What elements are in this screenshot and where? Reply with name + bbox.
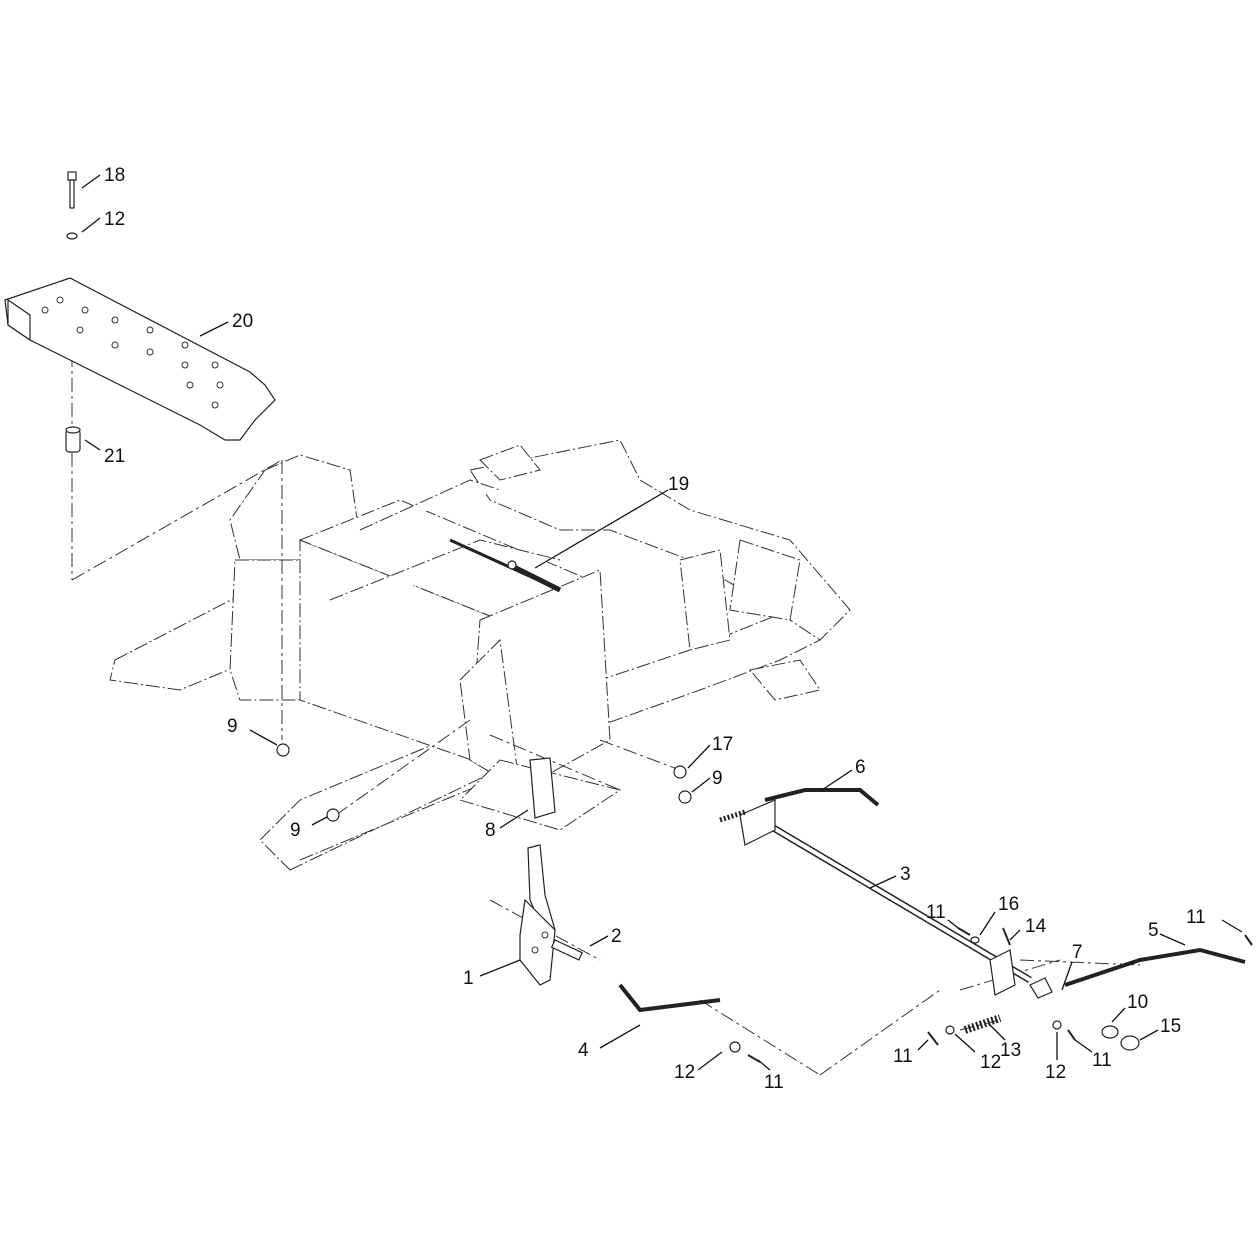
mower-frame-phantom xyxy=(109,439,851,871)
cotter-11-e xyxy=(1067,1029,1076,1041)
bolt-17 xyxy=(673,765,687,779)
washer-16 xyxy=(970,936,980,944)
callout-10: 10 xyxy=(1127,992,1148,1013)
alignment-lines xyxy=(71,278,1141,1076)
cotter-11-a xyxy=(957,927,971,936)
callout-12: 12 xyxy=(674,1062,695,1083)
callout-21: 21 xyxy=(104,446,125,467)
step-plate xyxy=(4,277,276,441)
nut-9-a xyxy=(276,743,290,757)
nut-9-c xyxy=(678,790,692,804)
lever-assembly xyxy=(519,757,556,986)
callout-11: 11 xyxy=(1092,1050,1112,1071)
arm-6 xyxy=(764,788,880,807)
pin-19 xyxy=(449,538,562,593)
spacer-21 xyxy=(65,426,81,453)
washer-15 xyxy=(1120,1035,1140,1051)
callout-6: 6 xyxy=(855,757,866,778)
callout-labels: 18 12 20 21 19 9 9 9 17 6 8 3 2 1 4 12 1… xyxy=(104,165,1206,1093)
callout-leaders xyxy=(81,174,1243,1071)
callout-11: 11 xyxy=(893,1046,913,1067)
callout-17: 17 xyxy=(712,734,733,755)
callout-14: 14 xyxy=(1025,916,1047,937)
callout-7: 7 xyxy=(1072,942,1083,963)
callout-11: 11 xyxy=(1186,907,1206,928)
pin-2 xyxy=(550,939,583,961)
callout-13: 13 xyxy=(1000,1040,1021,1061)
callout-11: 11 xyxy=(926,902,946,923)
cross-shaft-3 xyxy=(739,799,1032,996)
rod-4 xyxy=(618,983,721,1013)
callout-20: 20 xyxy=(232,311,253,332)
bushing-10 xyxy=(1101,1025,1119,1039)
spring-6-end xyxy=(719,809,746,823)
callout-12: 12 xyxy=(104,209,125,230)
cotter-11-d xyxy=(927,1031,939,1046)
washer-12-d xyxy=(1052,1020,1062,1030)
washer-12-c xyxy=(945,1025,955,1035)
callout-4: 4 xyxy=(578,1040,589,1061)
callout-16: 16 xyxy=(998,894,1019,915)
cotter-14 xyxy=(1002,927,1011,946)
callout-8: 8 xyxy=(485,820,496,841)
link-7 xyxy=(1029,977,1053,999)
callout-9: 9 xyxy=(712,768,723,789)
callout-11: 11 xyxy=(764,1072,784,1093)
bolt-18 xyxy=(67,171,77,209)
callout-12: 12 xyxy=(1045,1062,1066,1083)
callout-9: 9 xyxy=(290,820,301,841)
callout-19: 19 xyxy=(668,474,689,495)
callout-2: 2 xyxy=(611,926,622,947)
callout-3: 3 xyxy=(900,864,911,885)
cotter-11-c xyxy=(1244,934,1253,946)
callout-12: 12 xyxy=(980,1052,1001,1073)
callout-15: 15 xyxy=(1160,1016,1181,1037)
callout-5: 5 xyxy=(1148,920,1159,941)
washer-12-top xyxy=(66,232,78,240)
rod-5 xyxy=(1064,947,1246,987)
callout-9: 9 xyxy=(227,716,238,737)
washer-12-b xyxy=(729,1041,741,1053)
callout-1: 1 xyxy=(463,968,474,989)
callout-18: 18 xyxy=(104,165,125,186)
nut-9-b xyxy=(326,808,340,822)
spring-13 xyxy=(963,1014,1002,1034)
